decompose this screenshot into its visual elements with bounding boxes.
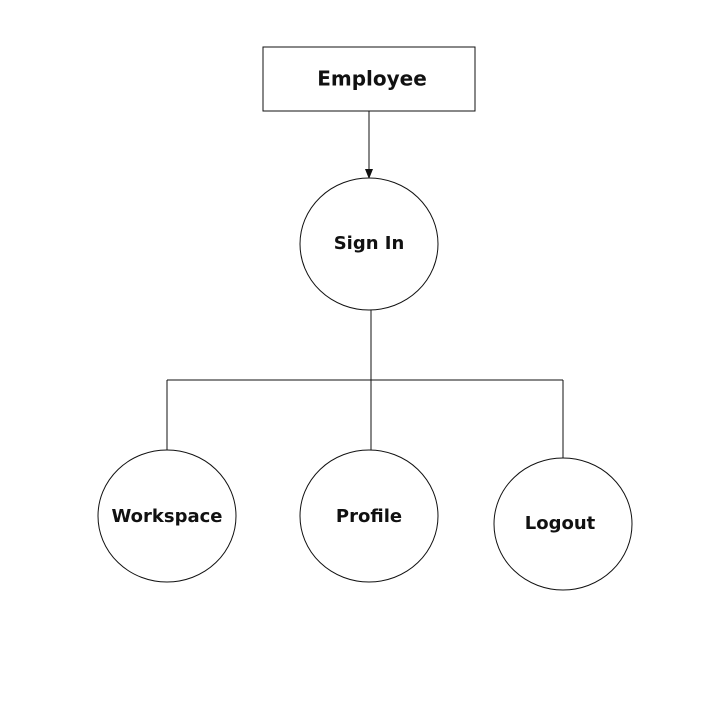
node-workspace: Workspace — [97, 449, 237, 583]
node-employee: Employee — [262, 46, 476, 112]
workspace-circle — [97, 449, 237, 583]
profile-label: Profile — [336, 506, 402, 527]
edges — [166, 111, 564, 458]
sign-in-label: Sign In — [334, 233, 405, 254]
node-sign-in: Sign In — [299, 177, 439, 311]
node-logout: Logout — [493, 457, 633, 591]
logout-circle — [493, 457, 633, 591]
logout-label: Logout — [525, 513, 596, 534]
employee-box — [262, 46, 476, 112]
sign-in-circle — [299, 177, 439, 311]
employee-label: Employee — [317, 67, 427, 91]
node-profile: Profile — [299, 449, 439, 583]
workspace-label: Workspace — [111, 506, 222, 527]
profile-circle — [299, 449, 439, 583]
